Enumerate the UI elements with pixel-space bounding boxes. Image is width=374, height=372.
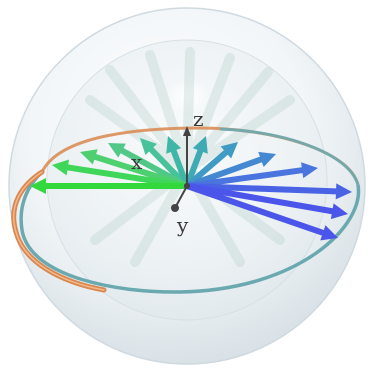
orbit-orange-tail-inner — [13, 171, 105, 291]
state-vectors — [30, 136, 352, 241]
x-axis-label: x — [131, 150, 143, 174]
y-axis-end — [171, 204, 179, 212]
ghost-arrow — [85, 95, 192, 175]
orbit-front — [19, 170, 361, 294]
orbit-back-teal — [219, 127, 360, 186]
vector-arrow — [184, 142, 238, 189]
vector-arrow — [184, 183, 338, 241]
vector-arrow — [30, 178, 190, 194]
z-axis-label: z — [193, 107, 204, 131]
vector-arrow — [184, 162, 318, 189]
vector-arrow — [166, 136, 190, 189]
y-axis — [174, 185, 188, 209]
z-axis-arrowhead — [183, 126, 191, 136]
y-axis-label: y — [176, 213, 189, 237]
ghost-arrow — [182, 95, 295, 175]
origin — [184, 183, 190, 189]
vector-arrow — [52, 159, 190, 189]
ghost-arrow — [182, 53, 235, 175]
sphere-highlight — [166, 78, 210, 114]
vector-arrow — [184, 183, 348, 220]
ghost-arrow — [145, 50, 192, 175]
vector-arrow — [184, 183, 352, 200]
